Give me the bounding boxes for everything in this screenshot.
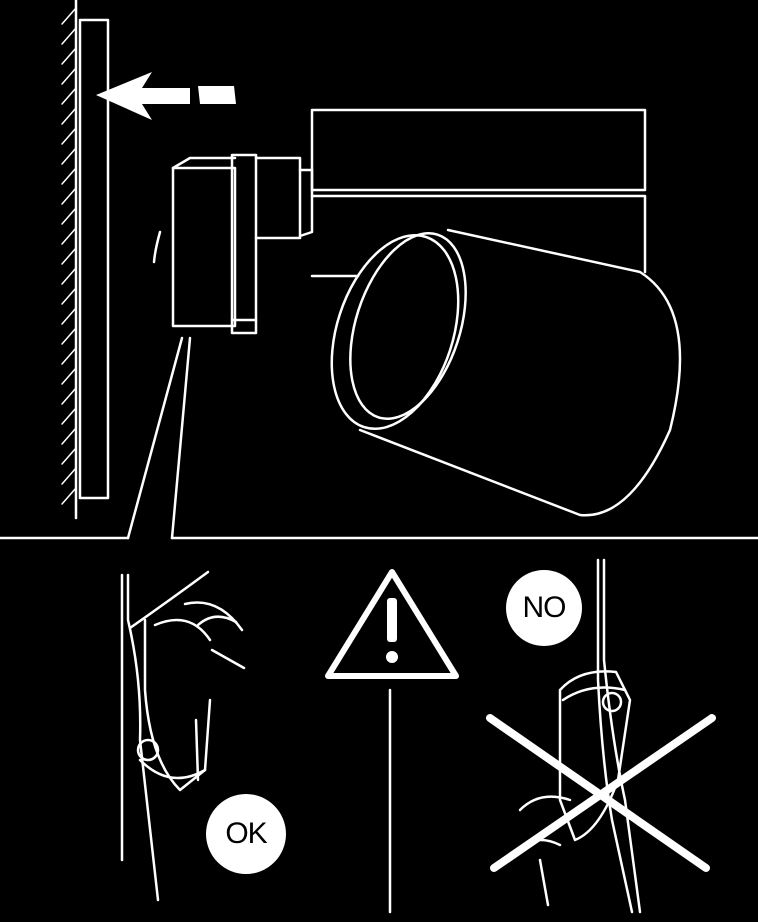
- spotlight-cylinder: [330, 228, 682, 517]
- ok-badge: [206, 794, 286, 874]
- ok-detail: [120, 570, 246, 902]
- ok-label: OK: [225, 817, 267, 850]
- track-rail: [78, 18, 110, 500]
- no-label: NO: [522, 591, 567, 624]
- arrow-left-icon: [96, 72, 236, 120]
- cross-out-icon: [486, 714, 716, 872]
- track-adapter: [152, 153, 314, 335]
- spotlight-housing: [310, 108, 647, 278]
- no-badge: [506, 570, 582, 646]
- zoom-callout: [126, 336, 192, 540]
- warning-triangle-icon: [325, 569, 459, 679]
- wall: [61, 0, 78, 520]
